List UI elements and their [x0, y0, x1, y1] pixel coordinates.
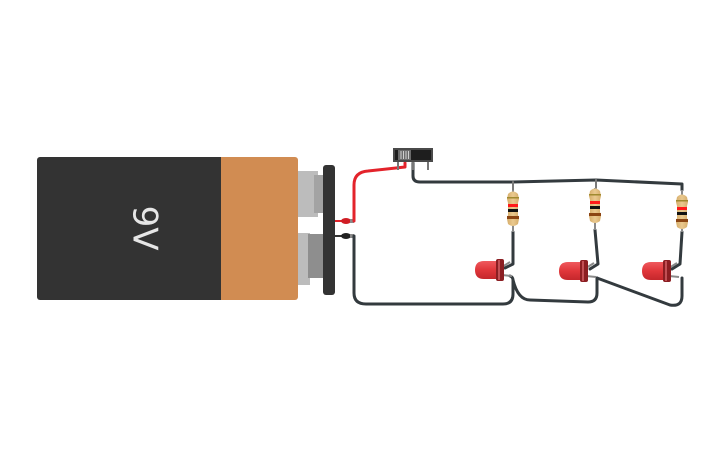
wire-negative-return[interactable]	[352, 234, 515, 306]
led-d3[interactable]	[642, 260, 680, 282]
resistor-r1[interactable]	[507, 190, 519, 232]
wire-led2-led3-cathode[interactable]	[595, 276, 684, 307]
positive-lead-clip	[335, 218, 354, 224]
wires	[352, 161, 684, 307]
led-d2[interactable]	[559, 260, 597, 282]
resistor-r2[interactable]	[589, 188, 601, 230]
negative-lead-clip	[335, 233, 354, 239]
battery-label: 9V	[125, 206, 165, 251]
battery-9v[interactable]: 9V	[37, 157, 354, 300]
switch-slider[interactable]	[398, 150, 411, 160]
wire-positive-battery-switch[interactable]	[352, 161, 407, 223]
battery-terminal-positive[interactable]	[298, 171, 323, 217]
battery-terminal-negative[interactable]	[298, 233, 323, 285]
led-d1[interactable]	[475, 259, 513, 281]
wire-led1-led2-cathode[interactable]	[511, 276, 599, 304]
battery-snap-connector	[323, 165, 335, 295]
wire-r1-led1[interactable]	[503, 230, 515, 270]
wire-r2-led2[interactable]	[588, 228, 600, 271]
wire-r3-led3[interactable]	[670, 230, 684, 271]
resistor-r3[interactable]	[676, 190, 688, 232]
wire-top-rail[interactable]	[411, 161, 684, 192]
slide-switch[interactable]	[393, 148, 433, 170]
battery-body	[37, 157, 227, 300]
battery-cap	[221, 157, 298, 300]
